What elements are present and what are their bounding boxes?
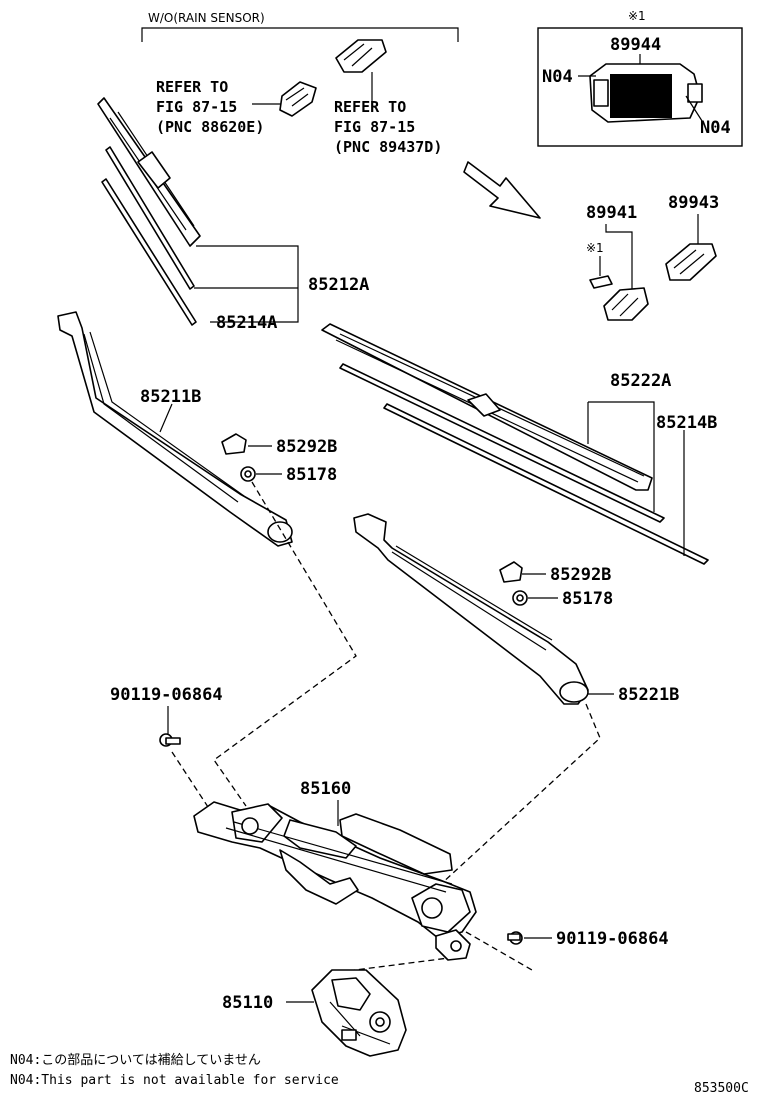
arm-85211b [57, 311, 293, 547]
label-85178-right: 85178 [562, 589, 613, 609]
label-89943: 89943 [668, 193, 719, 213]
sensor-cover-89941 [603, 287, 649, 321]
inset-box: ※1 89944 N04 N04 [537, 9, 743, 147]
inset-callout-2: N04 [700, 118, 731, 138]
reference-2-line1: REFER TO [334, 98, 406, 116]
cap-85292b-right [499, 561, 523, 583]
motor-85110 [311, 969, 407, 1057]
direction-arrow [463, 161, 541, 219]
label-85110: 85110 [222, 993, 273, 1013]
label-85292b-left: 85292B [276, 437, 337, 457]
cap-85292b-left [221, 433, 247, 455]
small-mark: ※1 [586, 241, 604, 255]
reference-1-line3: (PNC 88620E) [156, 118, 264, 136]
bolt-line-right [465, 931, 533, 971]
inset-callout-1: N04 [542, 67, 573, 87]
sensor-housing [589, 63, 703, 123]
variant-label: W/O(RAIN SENSOR) [148, 11, 265, 25]
linkage-85160 [193, 801, 477, 961]
group-89941: 89941 ※1 89943 [586, 193, 719, 321]
variant-bracket: W/O(RAIN SENSOR) [141, 11, 459, 42]
label-85221b: 85221B [618, 685, 679, 705]
label-85211b: 85211B [140, 387, 201, 407]
label-90119-left: 90119-06864 [110, 685, 223, 705]
blade-85222a [321, 323, 653, 491]
blade-refill-85212a [105, 146, 195, 290]
inset-mark: ※1 [628, 9, 646, 23]
arm-85221b [353, 513, 589, 705]
reference-2-line2: FIG 87-15 [334, 118, 415, 136]
nut-85178-left [240, 466, 256, 482]
note-japanese: N04:この部品については補給していません [10, 1053, 261, 1068]
assembly-line-right [427, 703, 601, 897]
blade-refill-85222a [339, 363, 665, 523]
cover-part-88620e [279, 81, 317, 117]
label-85160: 85160 [300, 779, 351, 799]
label-89944: 89944 [610, 35, 661, 55]
reference-1-line1: REFER TO [156, 78, 228, 96]
bolt-90119-right [507, 931, 523, 945]
reference-2-line3: (PNC 89437D) [334, 138, 442, 156]
label-90119-right: 90119-06864 [556, 929, 669, 949]
blade-rubber-85214a [101, 178, 197, 326]
label-85212a: 85212A [308, 275, 369, 295]
diagram-code: 853500C [694, 1081, 749, 1096]
blade-rubber-85214b [383, 403, 709, 565]
label-85214b: 85214B [656, 413, 717, 433]
label-85178-left: 85178 [286, 465, 337, 485]
note-english: N04:This part is not available for servi… [10, 1073, 339, 1088]
label-85222a: 85222A [610, 371, 671, 391]
label-85214a: 85214A [216, 313, 277, 333]
reference-89437d: REFER TO FIG 87-15 (PNC 89437D) [334, 39, 442, 156]
pad-part [589, 275, 613, 289]
bolt-90119-left [159, 733, 181, 747]
bolt-line-left [171, 751, 211, 811]
label-85292b-right: 85292B [550, 565, 611, 585]
nut-85178-right [512, 590, 528, 606]
reference-88620e: REFER TO FIG 87-15 (PNC 88620E) [156, 78, 317, 136]
bracket-89943 [665, 243, 717, 281]
cover-part-89437d [335, 39, 387, 73]
assembly-line-left [213, 481, 357, 807]
label-89941: 89941 [586, 203, 637, 223]
reference-1-line2: FIG 87-15 [156, 98, 237, 116]
blade-85212a [97, 97, 201, 326]
